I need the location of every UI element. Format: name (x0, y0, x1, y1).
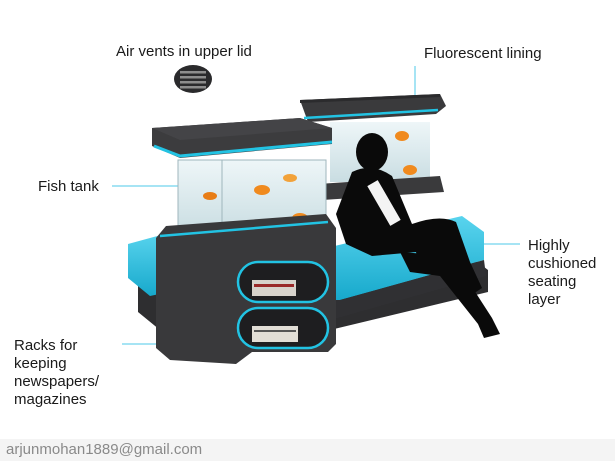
footer-email: arjunmohan1889@gmail.com (6, 441, 203, 458)
racks-label: Racks for keeping newspapers/ magazines (14, 337, 100, 408)
fish-tank-label: Fish tank (38, 178, 99, 195)
air-vent-icon (174, 65, 212, 93)
footer-bar: arjunmohan1889@gmail.com (0, 439, 615, 461)
lower-rack (236, 306, 330, 350)
front-tank-unit (152, 118, 417, 364)
upper-rack (236, 260, 330, 304)
fluorescent-label: Fluorescent lining (424, 45, 542, 62)
air-vents-label: Air vents in upper lid (116, 43, 252, 60)
person-silhouette (336, 133, 500, 338)
fluorescent-lining (153, 140, 333, 158)
cushioned-label: Highly cushioned seating layer (528, 237, 597, 308)
